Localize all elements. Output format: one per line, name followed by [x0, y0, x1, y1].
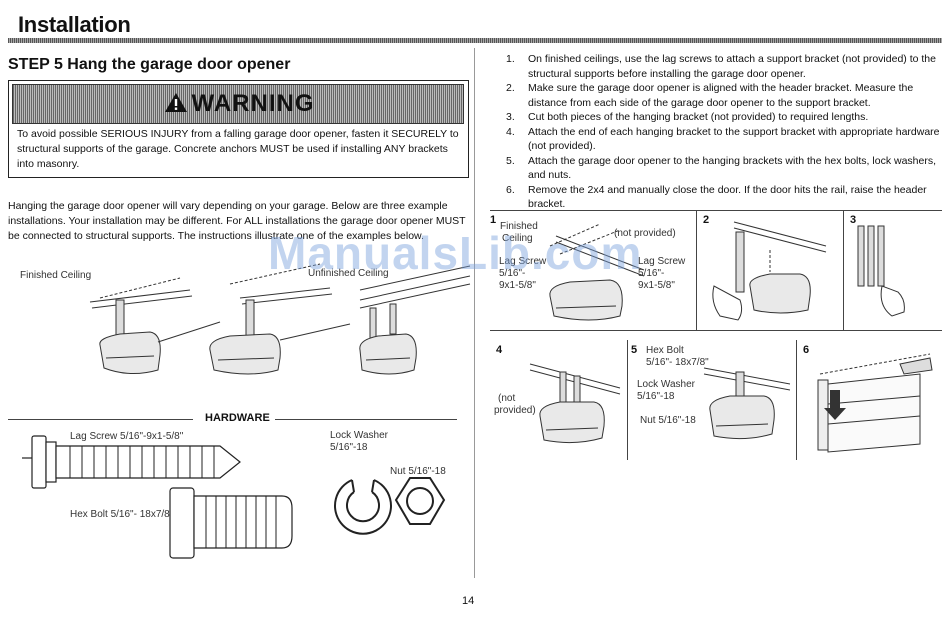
panel-5-lock-washer-size: 5/16"-18: [637, 391, 675, 402]
warning-text: To avoid possible SERIOUS INJURY from a …: [17, 128, 459, 170]
panel-1-lag-right-3: 9x1-5/8": [638, 280, 675, 291]
panel-5-nut: Nut 5/16"-18: [640, 415, 696, 426]
panel-6-number: 6: [803, 344, 810, 356]
lag-screw-label: Lag Screw 5/16"-9x1-5/8": [70, 431, 184, 442]
instruction-list: 1.On finished ceilings, use the lag scre…: [506, 52, 942, 212]
intro-paragraph: Hanging the garage door opener will vary…: [8, 200, 466, 242]
hex-nut-icon: [394, 477, 446, 525]
panel-2-number: 2: [703, 214, 710, 226]
list-item: 2.Make sure the garage door opener is al…: [506, 82, 914, 109]
panel-6-illustration: [817, 353, 933, 453]
panel-rule-top: [490, 210, 942, 211]
panel-divider-1: [696, 210, 697, 330]
panel-divider-3: [627, 340, 628, 460]
panel-5-hex-size: 5/16"- 18x7/8": [646, 357, 709, 368]
panel-1-lag-left-2: 5/16"-: [499, 268, 526, 279]
list-item: 4.Attach the end of each hanging bracket…: [506, 125, 940, 153]
example-installations-illustration: [89, 263, 471, 375]
page-title: Installation: [18, 12, 131, 37]
step-title: STEP 5 Hang the garage door opener: [8, 56, 291, 73]
panel-divider-2: [843, 210, 844, 330]
warning-heading: WARNING: [13, 90, 465, 118]
column-divider: [474, 48, 475, 578]
hardware-rule-left: [8, 419, 193, 420]
panel-1-ceiling: Ceiling: [502, 233, 533, 244]
unfinished-ceiling-label: Unfinished Ceiling: [308, 268, 389, 279]
panel-1-illustration: [549, 223, 645, 321]
panel-3-number: 3: [850, 214, 857, 226]
hex-bolt-label: Hex Bolt 5/16"- 18x7/8": [70, 509, 174, 520]
panel-1-lag-left-1: Lag Screw: [499, 256, 547, 267]
panel-4-number: 4: [496, 344, 503, 356]
arrow-down-icon: [824, 390, 846, 420]
lock-washer-size: 5/16"-18: [330, 442, 368, 453]
list-item: 1.On finished ceilings, use the lag scre…: [506, 53, 936, 80]
warning-triangle-icon: [164, 93, 187, 112]
panel-5-hex-bolt: Hex Bolt: [646, 345, 684, 356]
finished-ceiling-label: Finished Ceiling: [20, 270, 92, 281]
lag-screw-icon: [22, 435, 241, 489]
hardware-title: HARDWARE: [205, 412, 270, 424]
panel-rule-middle: [490, 330, 942, 331]
hex-bolt-icon: [169, 487, 293, 559]
panel-4-not-1: (not: [498, 393, 516, 404]
panel-1-finished: Finished: [500, 221, 538, 232]
lock-washer-label: Lock Washer: [330, 430, 388, 441]
list-item: 6.Remove the 2x4 and manually close the …: [506, 183, 927, 211]
panel-2-illustration: [712, 221, 827, 321]
panel-3-illustration: [857, 225, 905, 317]
panel-1-lag-right-1: Lag Screw: [638, 256, 686, 267]
panel-4-not-2: provided): [494, 405, 536, 416]
panel-5-number: 5: [631, 344, 638, 356]
panel-4-illustration: [529, 363, 621, 444]
panel-divider-4: [796, 340, 797, 460]
nut-label: Nut 5/16"-18: [390, 466, 446, 477]
panel-1-lag-left-3: 9x1-5/8": [499, 280, 536, 291]
panel-5-lock-washer: Lock Washer: [637, 379, 695, 390]
page-number: 14: [462, 595, 475, 607]
list-item: 5.Attach the garage door opener to the h…: [506, 154, 936, 182]
hardware-rule-right: [275, 419, 457, 420]
header-rule: [8, 38, 942, 43]
warning-banner: WARNING: [12, 84, 464, 124]
warning-box: WARNING To avoid possible SERIOUS INJURY…: [8, 80, 469, 178]
hardware-illustration: [22, 435, 446, 559]
warning-label: WARNING: [191, 90, 315, 117]
panel-1-number: 1: [490, 214, 497, 226]
panel-5-illustration: [703, 367, 791, 440]
watermark: ManualsLib.com: [268, 227, 643, 279]
list-item: 3.Cut both pieces of the hanging bracket…: [506, 111, 869, 123]
lock-washer-icon: [334, 479, 392, 535]
panel-1-lag-right-2: 5/16"-: [638, 268, 665, 279]
panel-1-not-provided: (not provided): [614, 228, 676, 239]
